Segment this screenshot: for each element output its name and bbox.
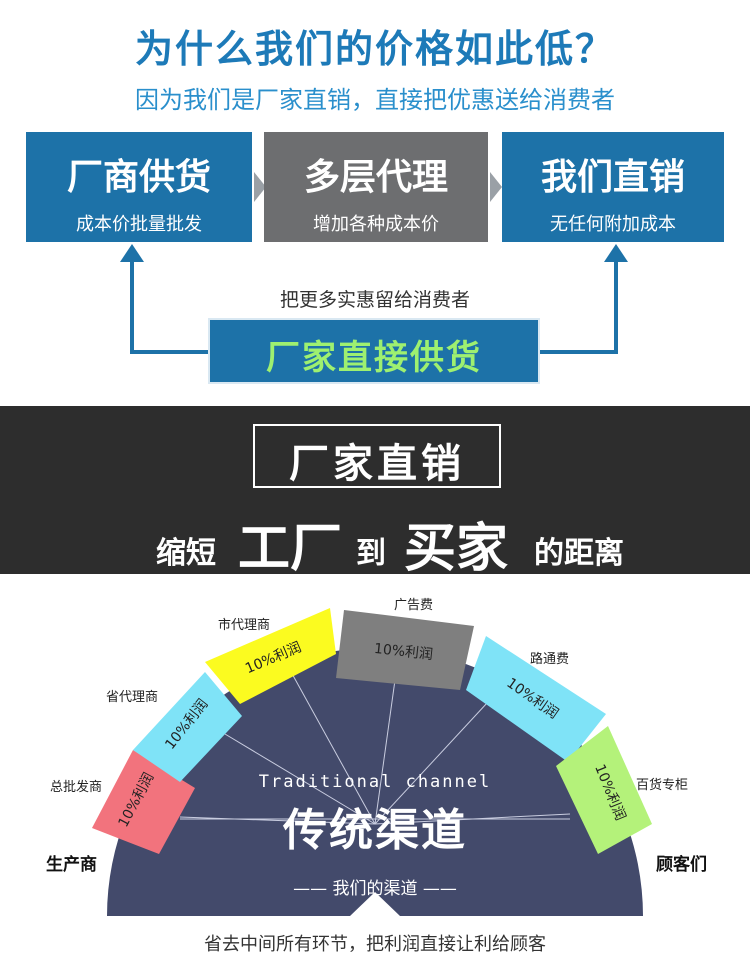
banner-title: 厂家直销 bbox=[289, 441, 465, 487]
slogan-part-2: 工厂 bbox=[238, 519, 343, 579]
stage-label-wholesaler: 总批发商 bbox=[50, 780, 103, 795]
direct-supply-label: 厂家直接供货 bbox=[266, 338, 482, 378]
direct-sale-banner: 厂家直销 缩短 工厂 到 买家 的距离 bbox=[0, 406, 750, 579]
factory-supply-box: 厂商供货 成本价批量批发 bbox=[26, 132, 252, 242]
factory-supply-title: 厂商供货 bbox=[66, 157, 211, 198]
stage-label-province: 省代理商 bbox=[106, 690, 159, 705]
chevron-right-icon bbox=[254, 172, 266, 202]
fan-rays bbox=[179, 643, 571, 825]
seg-profit-4: 10%利润 bbox=[373, 641, 433, 663]
factory-supply-desc: 成本价批量批发 bbox=[76, 214, 202, 235]
direct-sale-desc: 无任何附加成本 bbox=[550, 214, 676, 235]
stage-label-department: 百货专柜 bbox=[636, 778, 689, 793]
seg-advert: 10%利润 bbox=[336, 610, 474, 690]
traditional-channel-en: Traditional channel bbox=[258, 772, 492, 792]
customers-label: 顾客们 bbox=[656, 855, 707, 875]
slogan-part-3: 到 bbox=[356, 536, 386, 571]
banner-title-frame: 厂家直销 bbox=[253, 424, 501, 488]
arrow-up-icon bbox=[120, 244, 144, 262]
benefit-note: 把更多实惠留给消费者 bbox=[279, 289, 470, 311]
stage-label-city: 市代理商 bbox=[218, 618, 271, 633]
slogan-part-1: 缩短 bbox=[156, 536, 216, 571]
flow-arrows bbox=[120, 244, 628, 354]
multi-agent-desc: 增加各种成本价 bbox=[313, 214, 439, 235]
direct-sale-box: 我们直销 无任何附加成本 bbox=[502, 132, 724, 242]
our-channel-label: —— 我们的渠道 —— bbox=[293, 879, 457, 899]
traditional-channel-cn: 传统渠道 bbox=[283, 805, 467, 856]
chevron-right-icon bbox=[490, 172, 502, 202]
main-headline: 为什么我们的价格如此低？ bbox=[134, 27, 615, 71]
slogan-part-5: 的距离 bbox=[534, 536, 624, 571]
arrow-up-icon bbox=[604, 244, 628, 262]
seg-road: 10%利润 bbox=[466, 636, 606, 762]
channel-fan-diagram: 10%利润 10%利润 10%利润 10%利润 10%利润 10%利润 bbox=[92, 608, 652, 916]
stage-label-advert: 广告费 bbox=[394, 598, 434, 613]
multi-agent-title: 多层代理 bbox=[303, 157, 448, 198]
slogan-part-4: 买家 bbox=[404, 519, 509, 579]
stage-label-road: 路通费 bbox=[530, 652, 570, 667]
bottom-note: 省去中间所有环节，把利润直接让利给顾客 bbox=[204, 934, 546, 955]
price-reason-section: 为什么我们的价格如此低？ 因为我们是厂家直销，直接把优惠送给消费者 厂商供货 成… bbox=[0, 0, 750, 406]
producer-label: 生产商 bbox=[46, 855, 97, 875]
traditional-channel-section: 10%利润 10%利润 10%利润 10%利润 10%利润 10%利润 总批发商… bbox=[0, 574, 750, 972]
multi-agent-box: 多层代理 增加各种成本价 bbox=[264, 132, 488, 242]
direct-supply-box: 厂家直接供货 bbox=[208, 318, 540, 384]
direct-sale-title: 我们直销 bbox=[540, 157, 685, 198]
seg-wholesaler: 10%利润 bbox=[92, 750, 195, 854]
sub-headline: 因为我们是厂家直销，直接把优惠送给消费者 bbox=[135, 86, 615, 114]
seg-city: 10%利润 bbox=[205, 608, 336, 704]
seg-department: 10%利润 bbox=[556, 726, 652, 854]
